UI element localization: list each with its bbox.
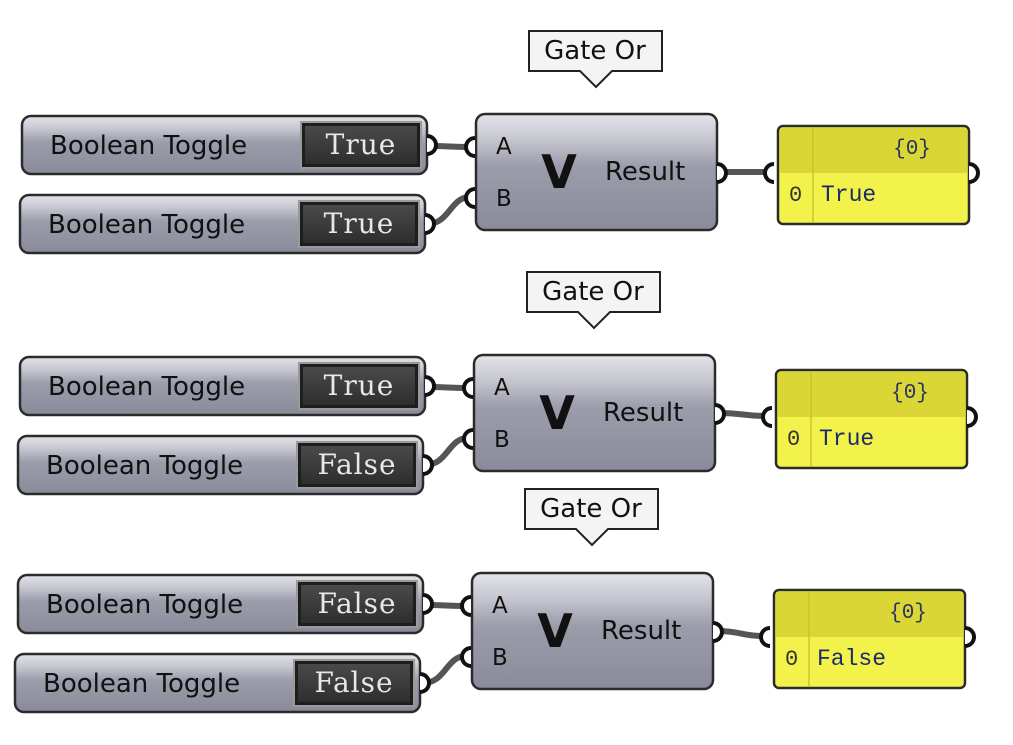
or-gate-group-1: Gate Or Boolean Toggle True Boolean Togg… xyxy=(18,30,980,255)
or-gate-group-2: Gate Or Boolean Toggle True Boolean Togg… xyxy=(16,271,978,496)
input-grip-a[interactable] xyxy=(464,136,476,158)
toggle-label: Boolean Toggle xyxy=(43,669,240,699)
output-grip[interactable] xyxy=(419,672,431,694)
panel-index: 0 xyxy=(787,427,800,452)
panel-path: {0} xyxy=(891,382,929,405)
input-b-label: B xyxy=(496,186,512,212)
toggle-value: True xyxy=(324,369,395,402)
boolean-toggle[interactable]: Boolean Toggle False xyxy=(13,652,431,714)
toggle-label: Boolean Toggle xyxy=(48,210,245,240)
input-a-label: A xyxy=(496,134,512,160)
input-a-label: A xyxy=(494,375,510,401)
logical-or-icon: V xyxy=(539,386,575,440)
boolean-toggle[interactable]: Boolean Toggle True xyxy=(18,355,436,417)
output-grip[interactable] xyxy=(424,213,436,235)
logical-or-icon: V xyxy=(541,145,577,199)
output-grip[interactable] xyxy=(422,454,434,476)
tooltip-text: Gate Or xyxy=(544,36,646,66)
tooltip-text: Gate Or xyxy=(542,277,644,307)
input-grip[interactable] xyxy=(763,162,775,184)
boolean-toggle[interactable]: Boolean Toggle True xyxy=(20,114,438,176)
output-grip[interactable] xyxy=(714,403,726,425)
input-b-label: B xyxy=(492,645,508,671)
panel-path: {0} xyxy=(893,138,931,161)
gate-or-component[interactable]: A B V Result xyxy=(462,353,726,473)
output-grip[interactable] xyxy=(966,406,978,428)
panel[interactable]: {0} 0 True xyxy=(763,124,980,226)
or-gate-group-3: Gate Or Boolean Toggle False Boolean Tog… xyxy=(13,488,976,714)
toggle-value: True xyxy=(326,128,397,161)
output-grip[interactable] xyxy=(964,626,976,648)
toggle-value: False xyxy=(317,448,396,481)
output-label: Result xyxy=(601,616,681,646)
gate-tooltip: Gate Or xyxy=(526,271,661,329)
gate-tooltip: Gate Or xyxy=(528,30,663,88)
output-grip[interactable] xyxy=(712,621,724,643)
gate-or-component[interactable]: A B V Result xyxy=(460,571,724,691)
gate-or-component[interactable]: A B V Result xyxy=(464,112,728,232)
output-grip[interactable] xyxy=(422,593,434,615)
input-grip-b[interactable] xyxy=(462,428,474,450)
toggle-label: Boolean Toggle xyxy=(46,590,243,620)
panel-value: True xyxy=(821,182,876,208)
output-label: Result xyxy=(605,157,685,187)
panel-index: 0 xyxy=(785,647,798,672)
panel[interactable]: {0} 0 False xyxy=(759,588,976,690)
output-grip[interactable] xyxy=(968,162,980,184)
input-grip-b[interactable] xyxy=(464,187,476,209)
panel-value: True xyxy=(819,426,874,452)
tooltip-text: Gate Or xyxy=(540,494,642,524)
input-grip-a[interactable] xyxy=(460,595,472,617)
panel[interactable]: {0} 0 True xyxy=(761,368,978,470)
logical-or-icon: V xyxy=(537,604,573,658)
toggle-label: Boolean Toggle xyxy=(46,451,243,481)
gate-tooltip: Gate Or xyxy=(524,488,659,546)
output-label: Result xyxy=(603,398,683,428)
input-grip-b[interactable] xyxy=(460,646,472,668)
toggle-label: Boolean Toggle xyxy=(48,372,245,402)
boolean-toggle[interactable]: Boolean Toggle False xyxy=(16,573,434,635)
panel-path: {0} xyxy=(889,602,927,625)
boolean-toggle[interactable]: Boolean Toggle False xyxy=(16,434,434,496)
panel-value: False xyxy=(817,646,886,672)
boolean-toggle[interactable]: Boolean Toggle True xyxy=(18,193,436,255)
panel-index: 0 xyxy=(789,183,802,208)
output-grip[interactable] xyxy=(426,134,438,156)
input-a-label: A xyxy=(492,593,508,619)
toggle-value: False xyxy=(317,587,396,620)
input-b-label: B xyxy=(494,427,510,453)
input-grip-a[interactable] xyxy=(462,377,474,399)
toggle-value: True xyxy=(324,207,395,240)
toggle-label: Boolean Toggle xyxy=(50,131,247,161)
toggle-value: False xyxy=(314,666,393,699)
output-grip[interactable] xyxy=(716,162,728,184)
input-grip[interactable] xyxy=(759,626,771,648)
input-grip[interactable] xyxy=(761,406,773,428)
output-grip[interactable] xyxy=(424,375,436,397)
